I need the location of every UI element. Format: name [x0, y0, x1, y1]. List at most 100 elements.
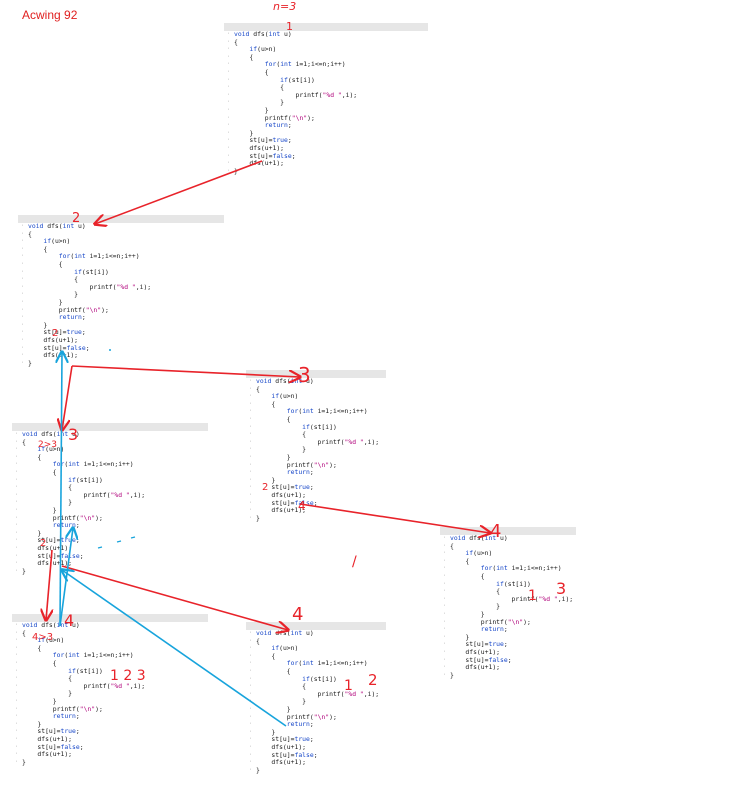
- gutter-tick: ·: [443, 626, 447, 633]
- gutter-tick: ·: [249, 713, 253, 720]
- code-line: dfs(u+1);: [450, 647, 501, 656]
- gutter-tick: ·: [249, 393, 253, 400]
- gutter-tick: ·: [15, 461, 19, 468]
- code-line: printf("%d ",i);: [22, 490, 146, 499]
- code-line: }: [256, 475, 276, 484]
- gutter-tick: ·: [21, 306, 25, 313]
- gutter-tick: ·: [443, 550, 447, 557]
- code-block: void dfs(int u){ if(u>n) { for(int i=1;i…: [22, 430, 146, 575]
- annot-panel-2-st-mark: 2: [52, 328, 58, 339]
- gutter-tick: ·: [249, 675, 253, 682]
- code-line: dfs(u+1);: [256, 742, 307, 751]
- code-line: {: [256, 384, 260, 393]
- code-line: if(u>n): [37, 445, 65, 454]
- code-line: for(int i=1;i<=n;i++): [286, 407, 368, 416]
- code-line: {: [256, 682, 307, 691]
- code-line: {: [256, 636, 260, 645]
- code-line: {: [28, 244, 48, 253]
- code-line: }: [256, 704, 291, 713]
- gutter-tick: ·: [15, 529, 19, 536]
- gutter-tick: ·: [443, 565, 447, 572]
- code-line: }: [450, 632, 470, 641]
- code-line: {: [22, 437, 26, 446]
- gutter-tick: ·: [249, 378, 253, 384]
- gutter-tick: ·: [15, 491, 19, 498]
- code-line: printf("%d ",i);: [28, 282, 152, 291]
- code-line: {: [28, 275, 79, 284]
- gutter-tick: ·: [227, 167, 231, 174]
- code-line: return;: [52, 521, 80, 530]
- code-line: }: [450, 609, 485, 618]
- code-line: st[u]=true;: [256, 483, 314, 492]
- gutter-tick: ·: [21, 223, 25, 229]
- code-line: if(st[i]): [74, 267, 109, 276]
- gutter-tick: ·: [443, 603, 447, 610]
- code-line: {: [22, 658, 57, 667]
- gutter-tick: ·: [249, 766, 253, 773]
- code-line: if(u>n): [271, 644, 299, 653]
- code-line: if(u>n): [271, 392, 299, 401]
- gutter-tick: ·: [15, 629, 19, 636]
- code-line: void dfs(int u): [22, 430, 80, 438]
- gutter-tick: ·: [227, 61, 231, 68]
- gutter-tick: ·: [15, 728, 19, 735]
- gutter-tick: ·: [249, 476, 253, 483]
- gutter-tick: ·: [15, 484, 19, 491]
- code-line: void dfs(int u): [234, 30, 292, 38]
- gutter-tick: ·: [249, 652, 253, 659]
- gutter-tick: ·: [249, 645, 253, 652]
- gutter-tick: ·: [15, 667, 19, 674]
- gutter-tick: ·: [15, 637, 19, 644]
- gutter-tick: ·: [249, 660, 253, 667]
- code-line: if(u>n): [43, 237, 71, 246]
- code-line: st[u]=false;: [22, 742, 84, 751]
- code-line: {: [256, 399, 276, 408]
- code-line: printf("\n");: [22, 513, 103, 522]
- gutter-tick: ·: [21, 261, 25, 267]
- gutter-tick: ·: [443, 557, 447, 564]
- gutter-tick: ·: [249, 514, 253, 521]
- code-line: if(st[i]): [68, 475, 103, 484]
- gutter-tick: ·: [249, 683, 253, 690]
- code-line: for(int i=1;i<=n;i++): [52, 651, 134, 660]
- annot-panel-6-output: 1 2 3: [110, 668, 146, 684]
- gutter-tick: ·: [227, 114, 231, 121]
- code-line: for(int i=1;i<=n;i++): [264, 60, 346, 69]
- code-line: {: [22, 674, 73, 683]
- gutter-tick: ·: [443, 656, 447, 663]
- annot-panel-7-mark-2: 2: [368, 671, 378, 689]
- code-line: st[u]=true;: [450, 640, 508, 649]
- code-line: st[u]=false;: [28, 343, 90, 352]
- gutter-tick: ·: [227, 99, 231, 106]
- code-line: st[u]=true;: [256, 735, 314, 744]
- code-block: void dfs(int u){ if(u>n) { for(int i=1;i…: [450, 534, 573, 679]
- annot-n-eq-3: n=3: [273, 0, 296, 13]
- gutter-tick: ·: [249, 630, 253, 636]
- gutter-tick: ·: [227, 107, 231, 113]
- gutter-tick: ·: [249, 385, 253, 392]
- gutter-tick: ·: [15, 690, 19, 697]
- gutter-tick: ·: [443, 611, 447, 617]
- code-line: }: [256, 445, 307, 454]
- gutter-tick: ·: [443, 641, 447, 648]
- gutter-tick: ·: [249, 423, 253, 430]
- code-line: }: [450, 670, 454, 679]
- gutter-tick: ·: [249, 492, 253, 498]
- code-line: dfs(u+1);: [450, 663, 501, 672]
- gutter-tick: ·: [21, 276, 25, 283]
- gutter-tick: ·: [249, 499, 253, 506]
- code-line: dfs(u+1);: [256, 490, 307, 499]
- gutter-tick: ·: [227, 84, 231, 91]
- gutter-tick: ·: [227, 129, 231, 136]
- code-line: if(st[i]): [68, 666, 103, 675]
- code-line: printf("\n");: [256, 460, 337, 469]
- code-line: void dfs(int u): [28, 222, 86, 230]
- code-line: st[u]=false;: [450, 655, 512, 664]
- gutter-tick: ·: [21, 268, 25, 275]
- red-arrow-p2-to-p4: [62, 365, 73, 430]
- annot-panel-4-sub: 2>3: [38, 440, 57, 450]
- code-line: {: [450, 587, 501, 596]
- gutter-tick: ·: [249, 706, 253, 712]
- code-line: dfs(u+1);: [234, 143, 285, 152]
